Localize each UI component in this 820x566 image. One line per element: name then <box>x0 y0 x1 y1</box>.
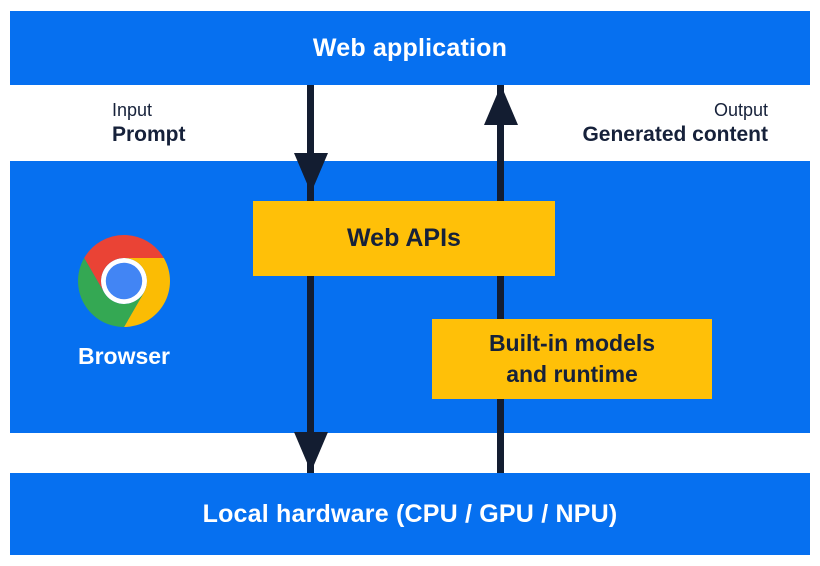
builtin-models-box: Built-in models and runtime <box>432 319 712 399</box>
web-apis-label: Web APIs <box>347 224 461 252</box>
prompt-down-arrowhead-bottom-icon <box>294 432 328 472</box>
input-title: Input <box>112 100 153 120</box>
output-title: Output <box>713 100 768 120</box>
chrome-logo-icon <box>78 235 170 327</box>
input-value: Prompt <box>112 123 186 146</box>
prompt-down-arrowhead-icon <box>294 153 328 193</box>
web-application-bar: Web application <box>10 11 810 85</box>
output-value: Generated content <box>582 123 768 146</box>
local-hardware-label: Local hardware (CPU / GPU / NPU) <box>202 499 618 528</box>
output-annotation: Output Generated content <box>582 99 768 148</box>
prompt-down-arrow-line <box>307 85 314 473</box>
local-hardware-bar: Local hardware (CPU / GPU / NPU) <box>10 473 810 555</box>
builtin-models-label-line1: Built-in models <box>488 330 656 356</box>
web-apis-box: Web APIs <box>253 201 555 276</box>
browser-label: Browser <box>77 343 171 369</box>
generated-up-arrow-line <box>497 85 504 473</box>
generated-up-arrowhead-icon <box>484 85 518 125</box>
builtin-models-label-line2: and runtime <box>506 361 638 387</box>
input-annotation: Input Prompt <box>112 99 186 148</box>
web-application-label: Web application <box>312 33 508 62</box>
